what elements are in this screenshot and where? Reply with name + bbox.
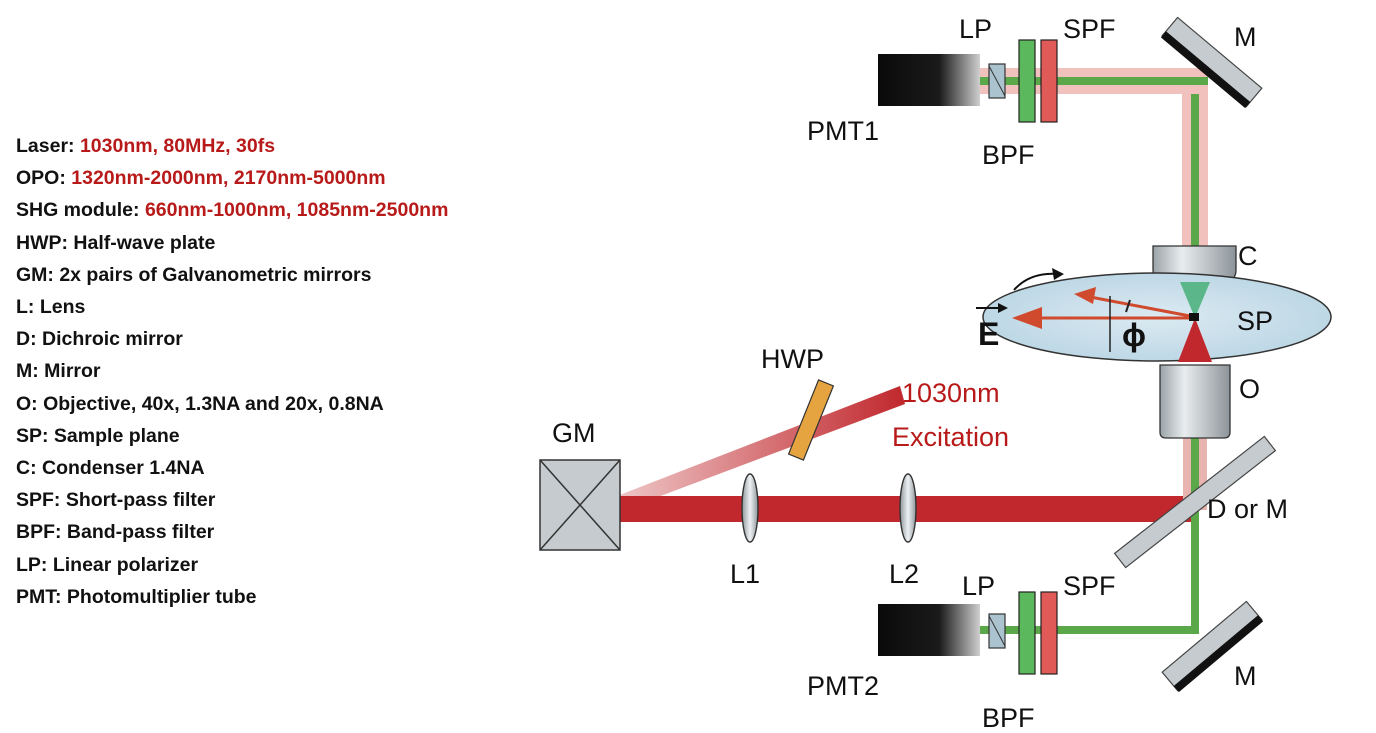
label-l1: L1 bbox=[730, 559, 760, 589]
legend-laser: Laser: 1030nm, 80MHz, 30fs bbox=[16, 130, 486, 162]
label-m-bottom: M bbox=[1234, 661, 1257, 691]
legend: Laser: 1030nm, 80MHz, 30fs OPO: 1320nm-2… bbox=[16, 130, 486, 613]
legend-item: HWP: Half-wave plate bbox=[16, 231, 216, 254]
legend-item: GM: 2x pairs of Galvanometric mirrors bbox=[16, 263, 372, 286]
legend-key: SHG module: bbox=[16, 199, 140, 222]
legend-opo: OPO: 1320nm-2000nm, 2170nm-5000nm bbox=[16, 162, 486, 194]
spf-filter-bottom bbox=[1040, 591, 1058, 675]
label-objective: O bbox=[1239, 374, 1260, 404]
legend-value: 1030nm, 80MHz, 30fs bbox=[79, 135, 276, 157]
legend-value: 1320nm-2000nm, 2170nm-5000nm bbox=[71, 167, 386, 190]
excitation-beam-input bbox=[612, 386, 905, 512]
legend-key: Laser: bbox=[16, 135, 75, 157]
legend-key: OPO: bbox=[16, 167, 66, 190]
legend-item: O: Objective, 40x, 1.3NA and 20x, 0.8NA bbox=[16, 392, 384, 415]
scan-optics bbox=[539, 379, 917, 551]
legend-item: L: Lens bbox=[16, 296, 86, 319]
label-condenser: C bbox=[1238, 241, 1258, 271]
label-excitation: Excitation bbox=[892, 422, 1009, 452]
label-m-top: M bbox=[1234, 22, 1257, 52]
label-sample-plane: SP bbox=[1237, 306, 1273, 336]
legend-item: LP: Linear polarizer bbox=[16, 553, 199, 576]
label-lp-bottom: LP bbox=[962, 571, 995, 601]
legend-value: 660nm-1000nm, 1085nm-2500nm bbox=[144, 199, 449, 222]
label-gm: GM bbox=[552, 418, 596, 448]
pmt2-detector bbox=[878, 604, 980, 656]
label-pmt1: PMT1 bbox=[807, 116, 879, 146]
label-pmt2: PMT2 bbox=[807, 671, 879, 701]
diagram-labels: LP SPF M PMT1 BPF C E ϕ SP O HWP GM 1030… bbox=[552, 14, 1288, 733]
label-d-or-m: D or M bbox=[1207, 494, 1288, 524]
half-wave-plate bbox=[787, 379, 835, 461]
label-excitation-wavelength: 1030nm bbox=[902, 378, 1000, 408]
pmt1-detector bbox=[878, 54, 980, 106]
label-spf-bottom: SPF bbox=[1063, 571, 1116, 601]
legend-item: PMT: Photomultiplier tube bbox=[16, 585, 257, 608]
dichroic-mirror bbox=[1113, 435, 1277, 569]
legend-item: BPF: Band-pass filter bbox=[16, 521, 215, 544]
label-l2: L2 bbox=[889, 559, 919, 589]
label-spf-top: SPF bbox=[1063, 14, 1116, 44]
bpf-filter-top bbox=[1018, 39, 1036, 123]
sample-point bbox=[1189, 313, 1199, 321]
e-field-arrow bbox=[1012, 307, 1042, 329]
mirror-bottom bbox=[1161, 600, 1264, 693]
objective bbox=[1159, 364, 1231, 439]
polarization-arrow bbox=[1074, 287, 1096, 304]
excitation-cone bbox=[1178, 318, 1212, 362]
legend-item: C: Condenser 1.4NA bbox=[16, 457, 205, 480]
legend-item: D: Dichroic mirror bbox=[16, 328, 183, 351]
legend-item: SP: Sample plane bbox=[16, 424, 180, 447]
legend-shg: SHG module: 660nm-1000nm, 1085nm-2500nm bbox=[16, 194, 486, 226]
bottom-detection bbox=[878, 591, 1264, 693]
lens-l1 bbox=[741, 473, 759, 543]
mirror-top bbox=[1160, 16, 1263, 109]
label-lp-top: LP bbox=[959, 14, 992, 44]
sample-stage bbox=[982, 245, 1332, 439]
label-bpf-top: BPF bbox=[982, 140, 1035, 170]
signal-cone bbox=[1180, 282, 1210, 318]
lens-l2 bbox=[899, 473, 917, 543]
label-hwp: HWP bbox=[761, 344, 824, 374]
legend-item: M: Mirror bbox=[16, 360, 101, 383]
top-detection bbox=[878, 16, 1263, 123]
legend-item: SPF: Short-pass filter bbox=[16, 489, 216, 512]
bpf-filter-bottom bbox=[1018, 591, 1036, 675]
spf-filter-top bbox=[1040, 39, 1058, 123]
label-bpf-bottom: BPF bbox=[982, 703, 1035, 733]
label-e-field: E bbox=[978, 316, 999, 352]
label-phi: ϕ bbox=[1122, 317, 1146, 353]
